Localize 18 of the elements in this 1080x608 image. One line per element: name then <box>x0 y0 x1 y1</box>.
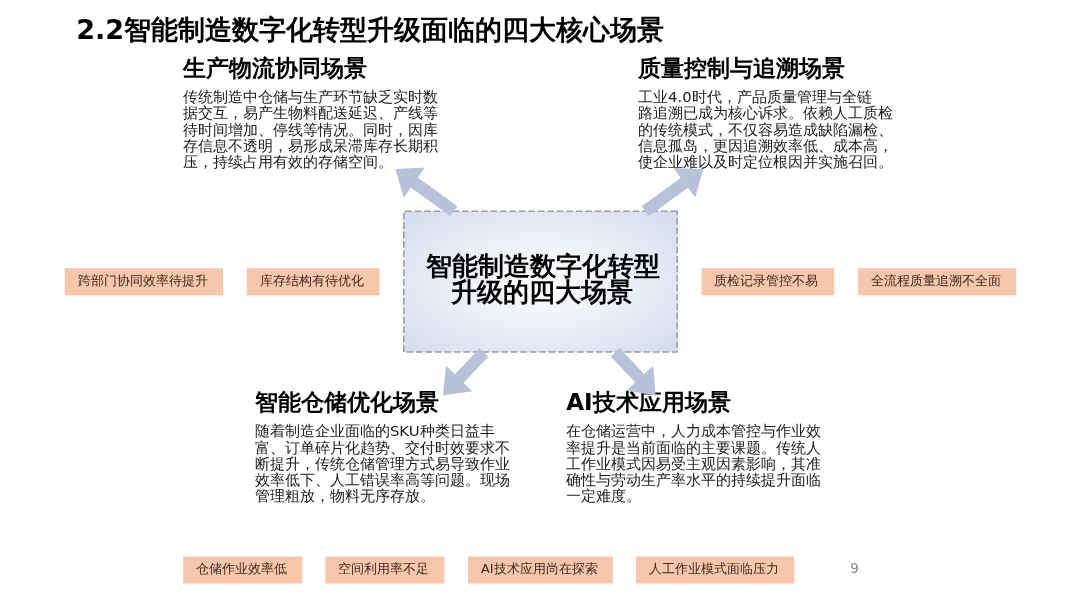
node-box: AI技术应用尚在探索 <box>467 556 613 584</box>
node-box: 仓储作业效率低 <box>182 556 302 584</box>
arrow <box>394 167 457 217</box>
node-box: 全流程质量追溯不全面 <box>857 268 1016 296</box>
arrow <box>641 168 703 217</box>
diagram-title: 2.2智能制造数字化转型升级面临的四大核心场景 <box>75 14 664 46</box>
node-box: 人工作业模式面临压力 <box>635 556 794 584</box>
node-box: 智能制造数字化转型升级的四大场景 <box>402 210 678 353</box>
node-box: 空间利用率不足 <box>324 556 444 584</box>
arrow <box>442 348 488 396</box>
node-box: 质检记录管控不易 <box>701 268 834 296</box>
node-box: 跨部门协同效率待提升 <box>64 268 223 296</box>
node-text: 生产物流协同场景 传统制造中仓储与生产环节缺乏实时数据交互，易产生物料配送延迟、产线等待时间增加、停线等情况。同时，因库存信息不透明，易形成呆滞库存长期积压，持续占用有效的存储空间。 <box>182 55 438 172</box>
node-box: 库存结构有待优化 <box>246 268 379 296</box>
label: 9 <box>849 560 859 577</box>
arrow <box>610 348 655 396</box>
node-text: 智能仓储优化场景 随着制造企业面临的SKU种类日益丰富、订单碎片化趋势、交付时效要求不断提升，传统仓储管理方式易导致作业效率低下、人工错误率高等问题。现场管理粗放，物料无序存放。 <box>254 389 510 506</box>
node-text: 质量控制与追溯场景 工业4.0时代，产品质量管理与全链路追溯已成为核心诉求。依赖人工质检的传统模式，不仅容易造成缺陷漏检、信息孤岛，更因追溯效率低、成本高，使企业难以及时定位根因并实施召回。 <box>637 55 893 172</box>
